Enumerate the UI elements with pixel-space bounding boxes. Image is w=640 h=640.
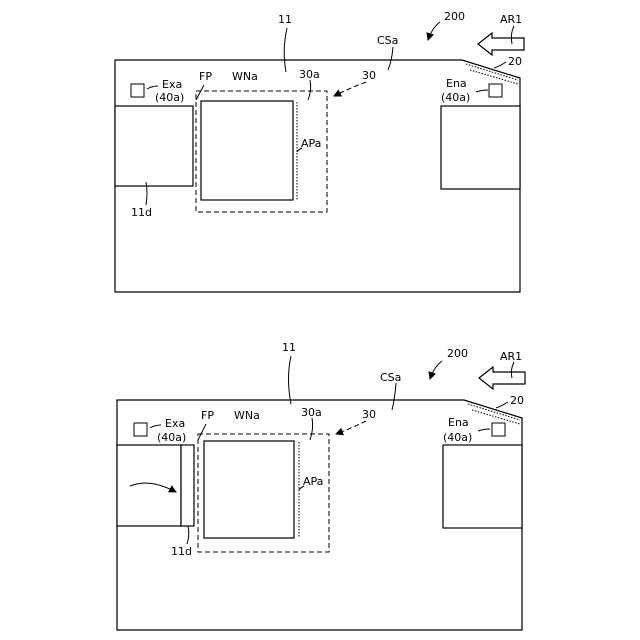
- fp-leader: [198, 424, 206, 440]
- ref-11d-leader: [187, 526, 189, 544]
- label-30a: 30a: [301, 406, 322, 419]
- label-csa: CSa: [377, 34, 398, 47]
- label-30a: 30a: [299, 68, 320, 81]
- label-fp: FP: [199, 70, 212, 83]
- window-wna: [204, 441, 294, 538]
- exit-indicator: [134, 423, 147, 436]
- front-window-edge-2: [472, 410, 520, 424]
- csa-leader: [388, 47, 393, 70]
- ref-11-leader: [284, 28, 287, 72]
- label-ar1: AR1: [500, 13, 522, 26]
- label-exa: Exa: [165, 417, 185, 430]
- ar1-leader: [511, 26, 514, 44]
- ena-leader: [476, 90, 488, 92]
- entrance-indicator: [492, 423, 505, 436]
- figure-state-2: 200 AR1 11 CSa 20 30 30a Exa (40a) FP WN…: [117, 341, 525, 630]
- ar1-direction-arrow: [479, 367, 525, 389]
- entrance-indicator: [489, 84, 502, 97]
- label-exa-40a: (40a): [157, 431, 186, 444]
- label-apa: APa: [303, 475, 323, 488]
- exit-door-slid-panel: [181, 445, 194, 526]
- exit-door-panel: [115, 106, 193, 186]
- ref-30a-leader: [308, 80, 311, 100]
- ref-11d-leader: [146, 182, 147, 205]
- label-exa: Exa: [162, 78, 182, 91]
- ref-20-leader: [496, 402, 508, 408]
- entrance-door-panel: [441, 106, 520, 189]
- ref-30-leader: [334, 82, 366, 96]
- label-11d: 11d: [131, 206, 152, 219]
- ar1-leader: [511, 362, 514, 378]
- ar1-direction-arrow: [478, 33, 524, 55]
- front-window-edge-2: [470, 70, 518, 84]
- label-ar1: AR1: [500, 350, 522, 363]
- label-fp: FP: [201, 409, 214, 422]
- label-wna: WNa: [234, 409, 260, 422]
- display-area: [196, 91, 327, 212]
- label-11: 11: [282, 341, 296, 354]
- ref-200-leader: [428, 22, 440, 40]
- label-200: 200: [447, 347, 468, 360]
- label-30: 30: [362, 69, 376, 82]
- label-20: 20: [510, 394, 524, 407]
- label-ena: Ena: [446, 77, 467, 90]
- label-exa-40a: (40a): [155, 91, 184, 104]
- ena-leader: [478, 429, 490, 431]
- exit-door-panel: [117, 445, 181, 526]
- ref-200-leader: [430, 361, 442, 379]
- ref-20-leader: [494, 62, 506, 68]
- label-30: 30: [362, 408, 376, 421]
- window-wna: [201, 101, 293, 200]
- ref-30a-leader: [310, 418, 313, 440]
- fp-leader: [196, 85, 204, 100]
- figure-state-1: 200 AR1 11 CSa 20 30 30a Exa (40a) FP WN…: [115, 10, 524, 292]
- label-ena-40a: (40a): [441, 91, 470, 104]
- ref-30-leader: [336, 421, 366, 434]
- label-200: 200: [444, 10, 465, 23]
- label-csa: CSa: [380, 371, 401, 384]
- display-area: [198, 434, 329, 552]
- label-11: 11: [278, 13, 292, 26]
- entrance-door-panel: [443, 445, 522, 528]
- label-ena: Ena: [448, 416, 469, 429]
- label-wna: WNa: [232, 70, 258, 83]
- csa-leader: [392, 383, 396, 410]
- exa-leader: [150, 425, 161, 428]
- exit-indicator: [131, 84, 144, 97]
- label-apa: APa: [301, 137, 321, 150]
- label-20: 20: [508, 55, 522, 68]
- label-ena-40a: (40a): [443, 431, 472, 444]
- ref-11-leader: [289, 356, 292, 404]
- label-11d: 11d: [171, 545, 192, 558]
- exa-leader: [147, 86, 158, 89]
